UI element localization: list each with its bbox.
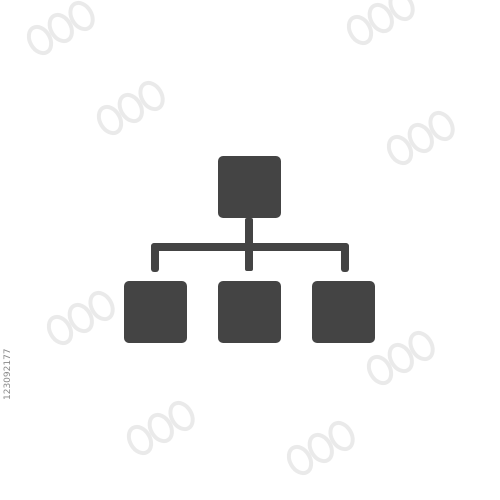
stock-id-label: 123092177	[3, 348, 13, 400]
horizontal-connector-line	[151, 243, 349, 251]
bottom-right-node-box	[312, 281, 375, 343]
bottom-left-node-box	[124, 281, 187, 343]
right-connector-line	[341, 243, 349, 272]
bottom-center-node-box	[218, 281, 281, 343]
top-node-box	[218, 156, 281, 218]
left-connector-line	[151, 243, 159, 272]
